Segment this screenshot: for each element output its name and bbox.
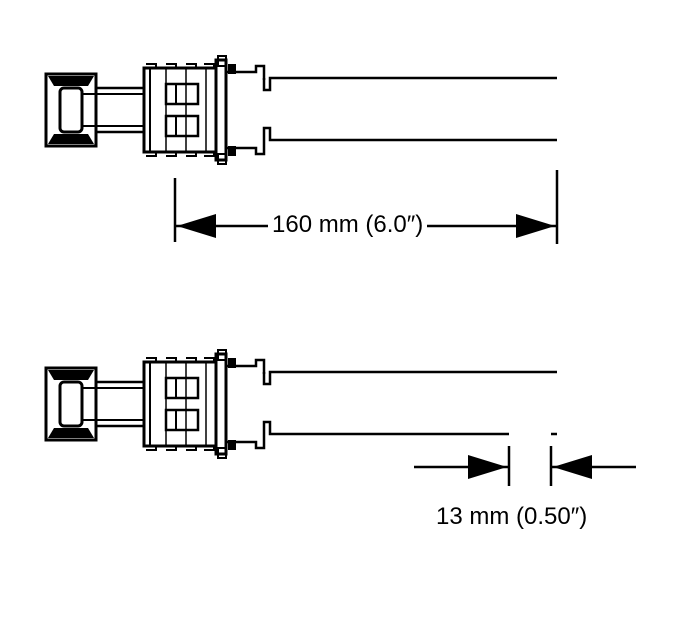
top-wire-lower (262, 126, 557, 142)
top-wire-upper (262, 76, 557, 92)
top-arrow-right (516, 214, 555, 238)
bottom-wire-upper (262, 370, 557, 386)
top-arrow-left (177, 214, 216, 238)
top-connector (44, 54, 266, 166)
bottom-dimension-label: 13 mm (0.50″) (436, 503, 588, 531)
bottom-wire-lower (262, 420, 557, 436)
bottom-connector (44, 348, 266, 460)
bottom-arrow-left (468, 455, 507, 479)
top-dimension-label: 160 mm (6.0″) (268, 211, 428, 239)
bottom-arrow-right (553, 455, 592, 479)
